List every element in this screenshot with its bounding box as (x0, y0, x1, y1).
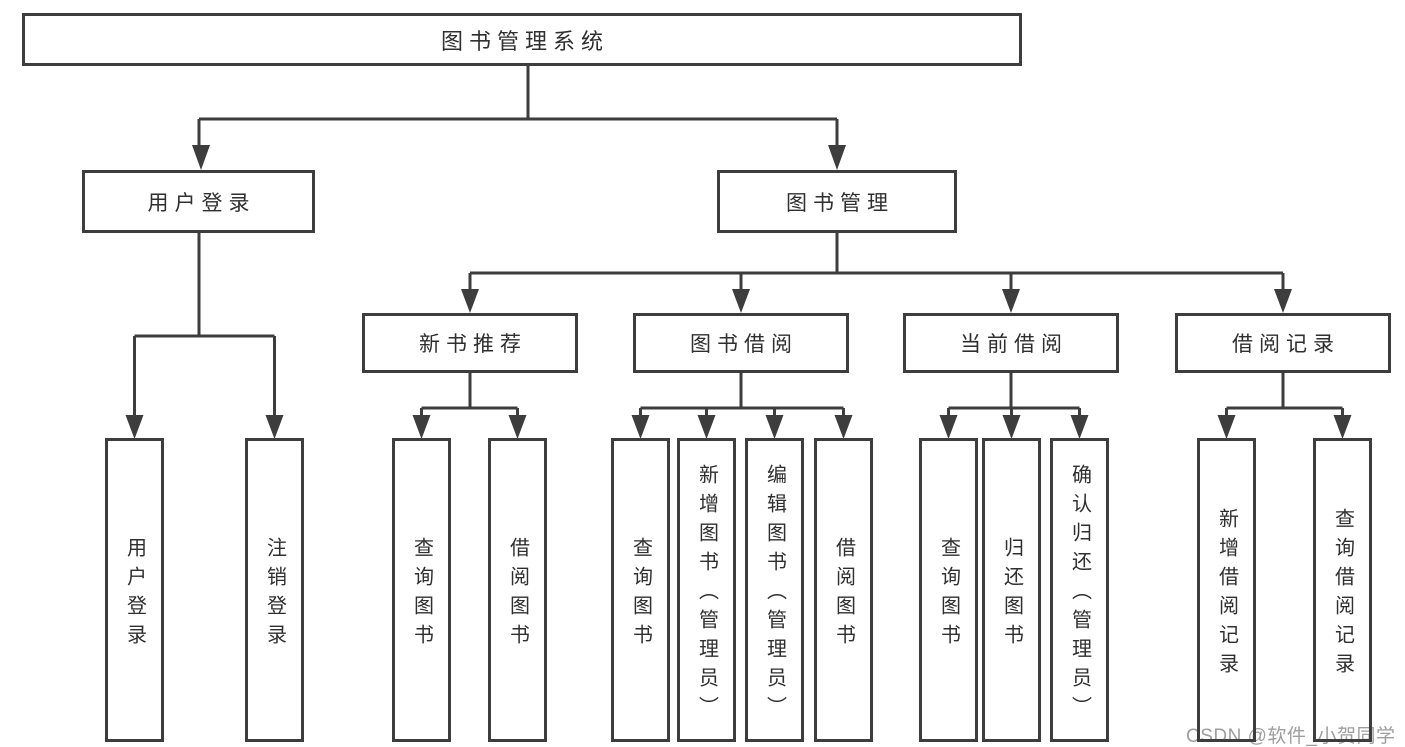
node-book-borrowing: 图书借阅 (633, 313, 849, 373)
node-label: 借阅记录 (1232, 333, 1340, 356)
node-new-book-recommendation: 新书推荐 (362, 313, 578, 373)
node-label: 归还图书 (1000, 536, 1023, 653)
node-label: 借阅图书 (506, 536, 529, 653)
node-label: 图书借阅 (690, 333, 798, 356)
node-library-management-system: 图书管理系统 (22, 13, 1022, 66)
leaf-add-borrow-record: 新增借阅记录 (1197, 438, 1256, 742)
node-label: 确认归还（管理员） (1068, 464, 1091, 725)
node-label: 查询图书 (629, 536, 652, 653)
connector-path (133, 66, 1344, 417)
leaf-query-books-current: 查询图书 (919, 438, 978, 742)
node-label: 用户登录 (123, 536, 146, 653)
node-label: 图书管理系统 (440, 28, 609, 54)
node-label: 图书管理 (786, 191, 894, 215)
node-label: 当前借阅 (960, 333, 1068, 356)
node-label: 查询图书 (410, 536, 433, 653)
node-label: 新增借阅记录 (1215, 507, 1238, 682)
leaf-borrow-books-recommend: 借阅图书 (488, 438, 547, 742)
leaf-query-books-recommend: 查询图书 (392, 438, 451, 742)
node-label: 用户登录 (147, 191, 256, 215)
leaf-return-books: 归还图书 (982, 438, 1041, 742)
leaf-confirm-return-admin: 确认归还（管理员） (1050, 438, 1109, 742)
node-label: 借阅图书 (832, 536, 855, 653)
csdn-watermark: CSDN @软件_小贺同学 (1186, 726, 1396, 747)
leaf-user-login: 用户登录 (105, 438, 164, 742)
leaf-query-books-borrowing: 查询图书 (611, 438, 670, 742)
arrowheads (125, 145, 1352, 439)
node-label: 查询图书 (937, 536, 960, 653)
leaf-logout: 注销登录 (245, 438, 304, 742)
node-user-login: 用户登录 (82, 170, 315, 233)
node-borrowing-records: 借阅记录 (1175, 313, 1391, 373)
node-label: 新增图书（管理员） (695, 464, 718, 725)
node-label: 新书推荐 (419, 333, 527, 356)
node-label: 注销登录 (263, 536, 286, 653)
leaf-edit-book-admin: 编辑图书（管理员） (745, 438, 804, 742)
node-current-borrowing: 当前借阅 (903, 313, 1119, 373)
leaf-add-book-admin: 新增图书（管理员） (677, 438, 736, 742)
node-label: 查询借阅记录 (1331, 507, 1354, 682)
leaf-query-borrow-record: 查询借阅记录 (1313, 438, 1372, 742)
leaf-borrow-books: 借阅图书 (814, 438, 873, 742)
node-book-management: 图书管理 (717, 170, 957, 233)
node-label: 编辑图书（管理员） (763, 464, 786, 725)
